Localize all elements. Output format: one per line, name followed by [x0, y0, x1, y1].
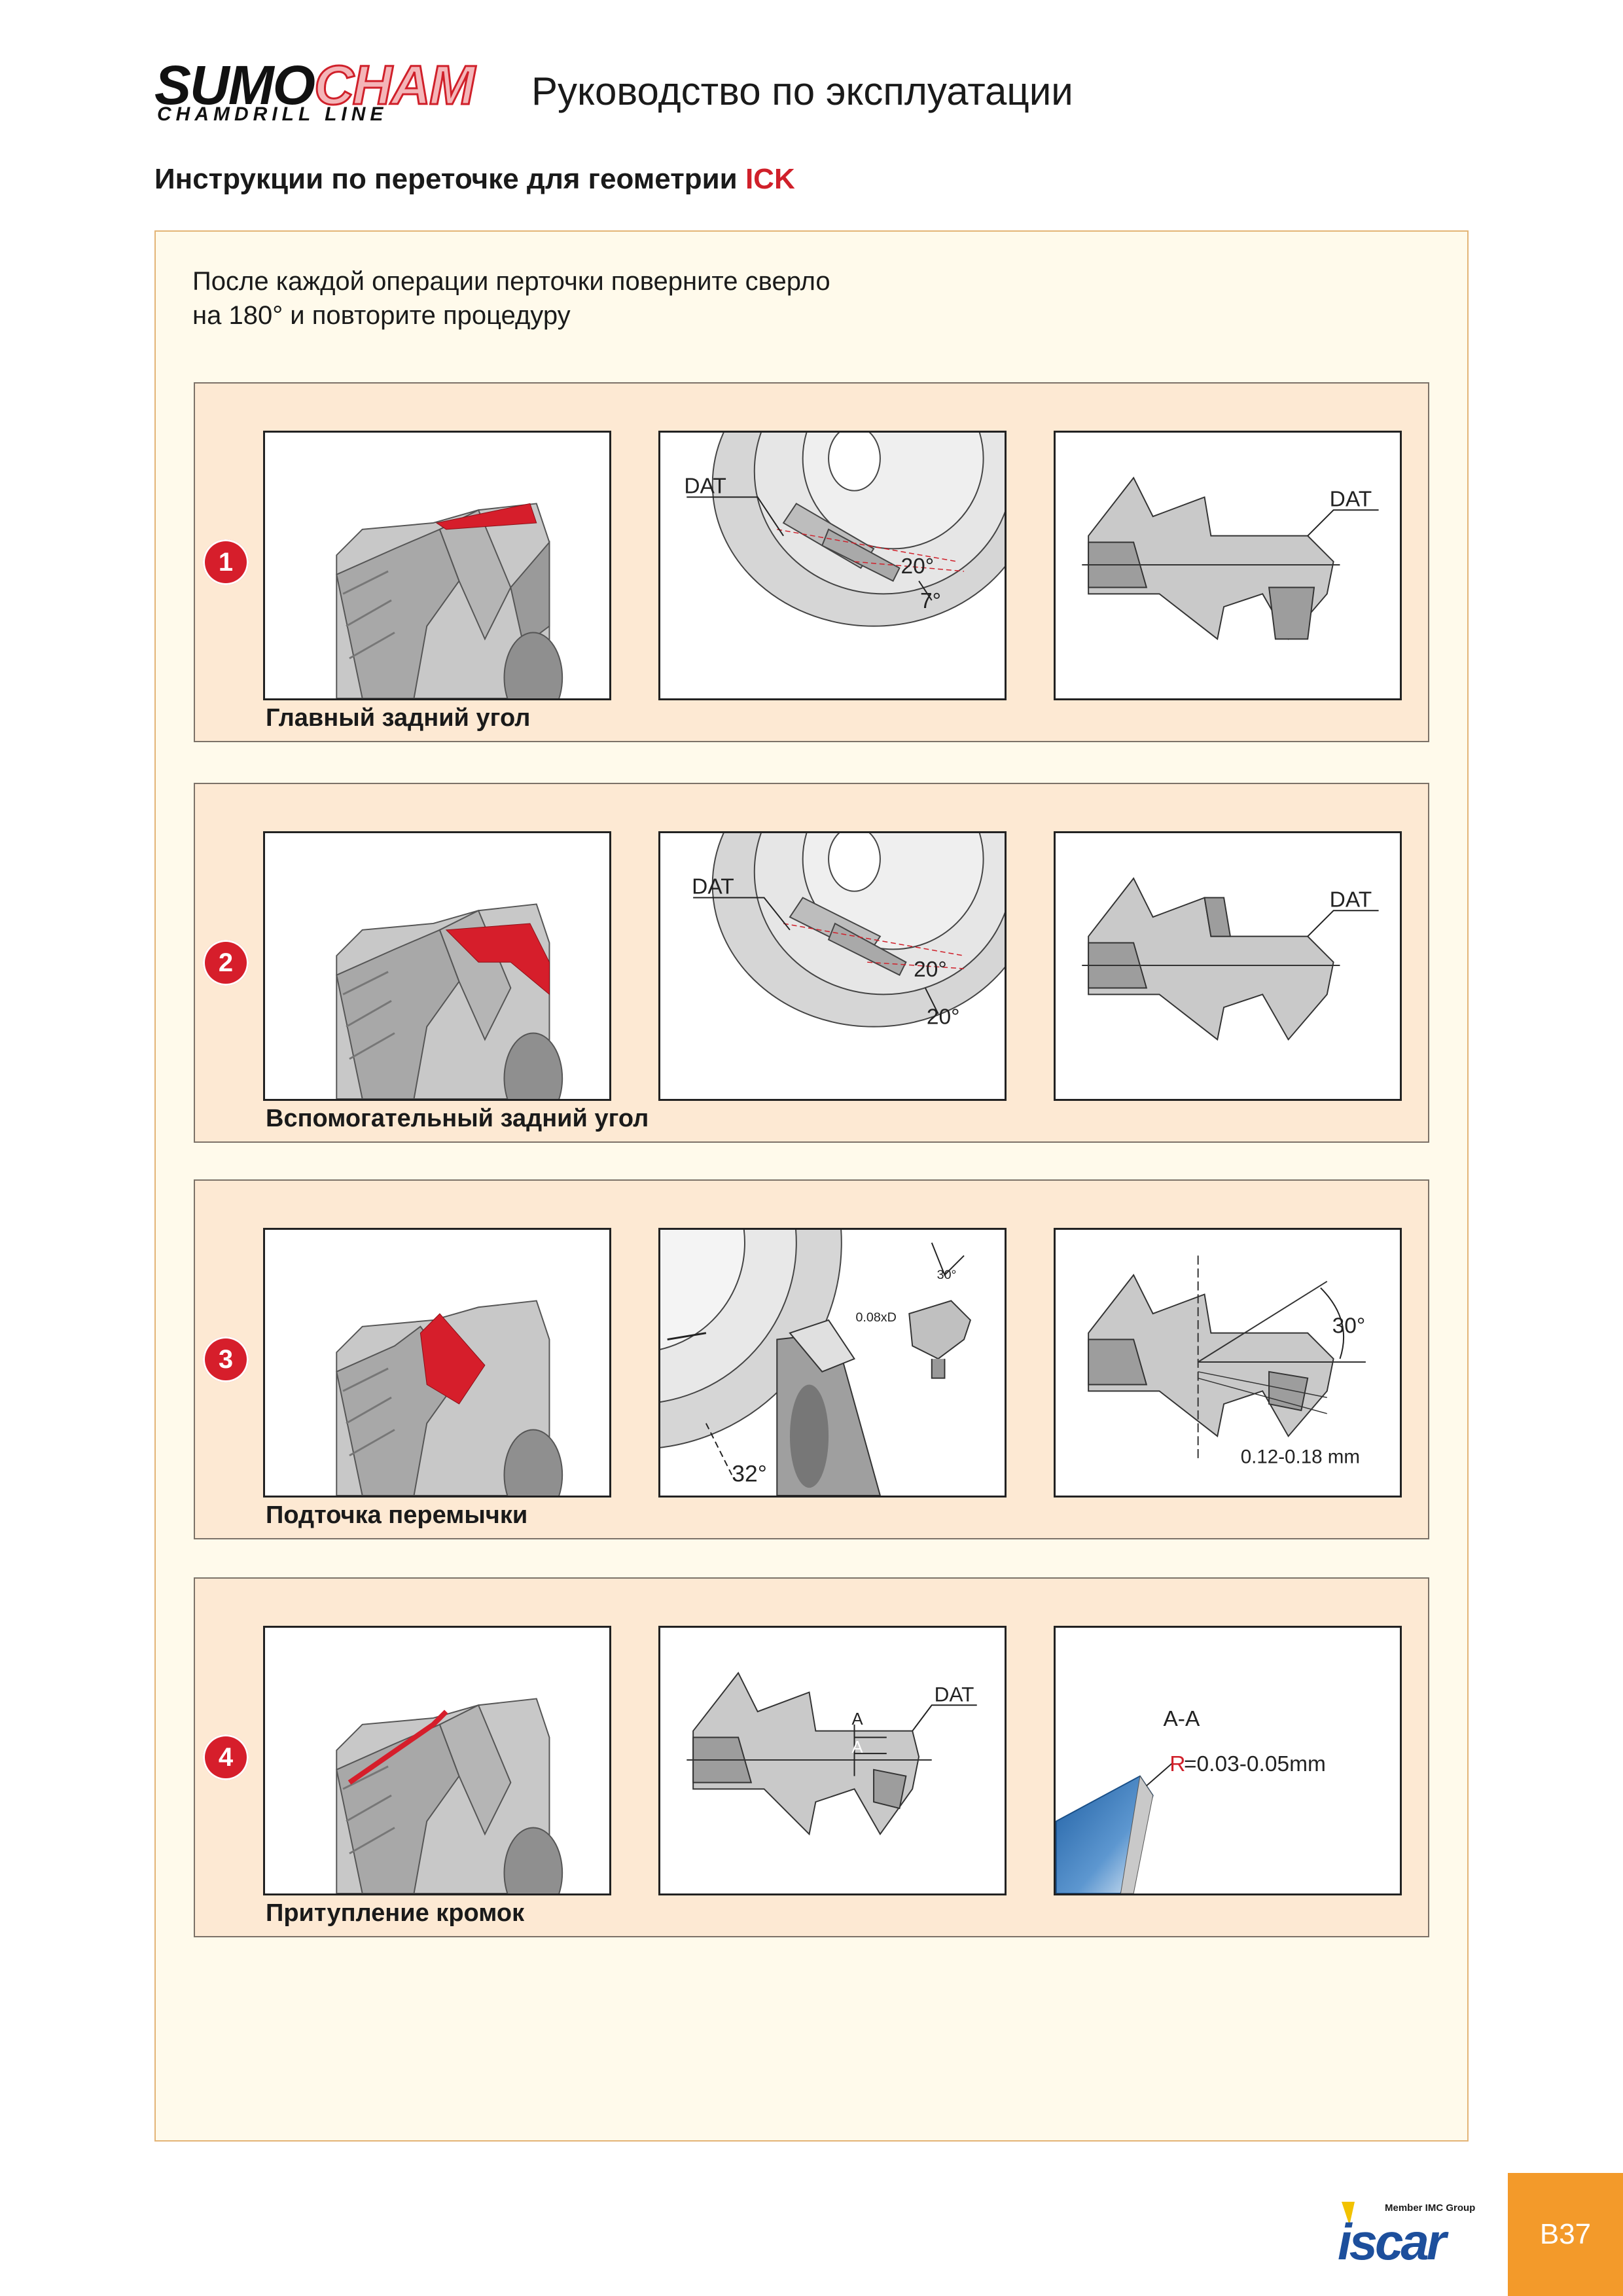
section-title-text: Инструкции по переточке для геометрии [154, 163, 745, 195]
iscar-logo: Member IMC Group iscar [1335, 2197, 1486, 2270]
dat-label-2: DAT [1330, 487, 1372, 511]
section-title: Инструкции по переточке для геометрии IC… [154, 165, 795, 194]
section-a-label: A [852, 1710, 864, 1729]
member-imc-text: Member IMC Group [1385, 2202, 1475, 2214]
grinding-wheel-svg: DAT 20° 7° [684, 433, 1005, 627]
dat-label: DAT [935, 1682, 974, 1706]
drill-tip-svg [336, 903, 563, 1099]
iscar-logo-svg: Member IMC Group iscar [1338, 2202, 1475, 2270]
document-title: Руководство по эксплуатации [531, 69, 1073, 113]
drill-tip-svg [336, 1698, 563, 1893]
step-caption: Главный задний угол [266, 704, 531, 732]
drill-tip-illustration [263, 1626, 611, 1895]
edge-radius-svg: A-A R =0.03-0.05mm [1056, 1707, 1326, 1893]
section-title-accent: ICK [745, 163, 795, 195]
logo-accent-text: CHAM [313, 54, 476, 116]
drill-point-diagram: DAT [1054, 831, 1402, 1101]
step-4: 4 A A DAT A-A R =0. [194, 1577, 1429, 1937]
angle-label-a: 20° [901, 554, 934, 579]
small-angle-label: 30° [937, 1268, 957, 1282]
angle-label-a: 20° [914, 958, 947, 982]
step-2: 2 DAT 20° 20° [194, 783, 1429, 1143]
page-number-tab: B37 [1508, 2173, 1623, 2296]
edge-radius-diagram: A-A R =0.03-0.05mm [1054, 1626, 1402, 1895]
sumocham-logo: SUMOCHAM CHAMDRILL LINE [154, 57, 482, 130]
dat-label-2: DAT [1330, 888, 1372, 912]
drill-point-diagram: 30° 0.12-0.18 mm [1054, 1228, 1402, 1498]
offset-label: 0.08xD [855, 1310, 896, 1325]
drill-point-svg: 30° 0.12-0.18 mm [1088, 1255, 1366, 1468]
section-a2-label: A [852, 1738, 864, 1757]
grinding-wheel-diagram: DAT 20° 20° [658, 831, 1007, 1101]
drill-tip-illustration [263, 831, 611, 1101]
web-thinning-svg: 32° 30° 0.08xD [660, 1230, 972, 1496]
section-title-label: A-A [1163, 1707, 1200, 1731]
intro-text: После каждой операции перточки поверните… [192, 264, 1109, 332]
drill-tip-svg [336, 503, 563, 698]
drill-point-diagram: DAT [1054, 431, 1402, 700]
angle-label-b: 7° [920, 589, 941, 613]
step-number-badge: 3 [203, 1336, 249, 1382]
step-number-badge: 2 [203, 940, 249, 986]
step-number-badge: 4 [203, 1734, 249, 1780]
angle-label-a: 32° [732, 1460, 767, 1486]
drill-tip-svg [336, 1300, 563, 1496]
grinding-wheel-diagram: DAT 20° 7° [658, 431, 1007, 700]
step-1: 1 DAT 20° 7° [194, 382, 1429, 742]
step-caption: Подточка перемычки [266, 1501, 528, 1529]
angle-label-b: 20° [927, 1005, 960, 1030]
iscar-brand-text: iscar [1338, 2213, 1449, 2269]
drill-tip-illustration [263, 431, 611, 700]
dat-label: DAT [684, 475, 726, 499]
intro-line-1: После каждой операции перточки поверните… [192, 267, 830, 296]
drill-point-section-diagram: A A DAT [658, 1626, 1007, 1895]
radius-value-label: =0.03-0.05mm [1184, 1752, 1326, 1776]
drill-point-svg: DAT [1082, 476, 1379, 641]
angle-label-b: 30° [1332, 1314, 1366, 1338]
logo-subtitle: CHAMDRILL LINE [157, 103, 388, 125]
intro-line-2: на 180° и повторите процедуру [192, 301, 571, 330]
step-caption: Притупление кромок [266, 1899, 525, 1927]
grinding-wheel-diagram: 32° 30° 0.08xD [658, 1228, 1007, 1498]
step-number-badge: 1 [203, 539, 249, 585]
grinding-wheel-svg: DAT 20° 20° [692, 833, 1005, 1030]
drill-tip-illustration [263, 1228, 611, 1498]
logo-main-text: SUMO [154, 54, 315, 116]
step-3: 3 32° 30° 0.08xD [194, 1179, 1429, 1539]
tolerance-label: 0.12-0.18 mm [1241, 1446, 1360, 1468]
section-marker-svg: A A DAT [687, 1672, 977, 1836]
drill-point-svg: DAT [1082, 877, 1379, 1041]
step-caption: Вспомогательный задний угол [266, 1105, 649, 1132]
dat-label: DAT [692, 875, 734, 899]
radius-r-label: R [1169, 1752, 1185, 1776]
